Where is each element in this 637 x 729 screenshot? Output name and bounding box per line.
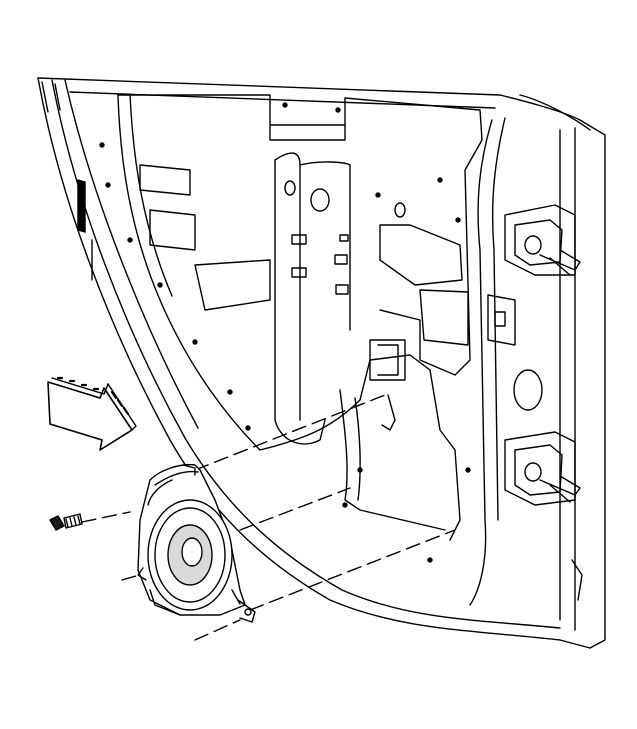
- direction-arrow: [47, 376, 137, 451]
- door-hinge-lower: [504, 431, 581, 506]
- speaker-screw: [49, 513, 83, 531]
- leader-lines: [81, 394, 456, 641]
- door-hinge-upper: [504, 204, 581, 276]
- speaker: [137, 463, 256, 623]
- door-latch: [487, 294, 583, 601]
- door-inner-panel: [37, 77, 606, 649]
